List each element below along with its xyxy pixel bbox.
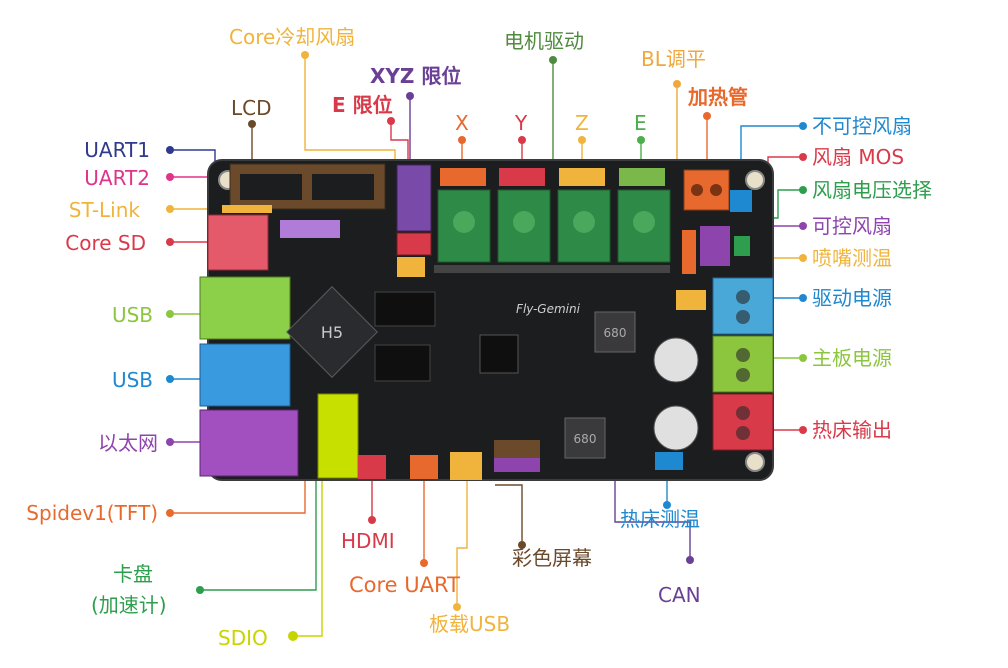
onboard-usb-connector xyxy=(450,452,482,480)
label-usb2: USB xyxy=(111,368,153,392)
usb-port-1 xyxy=(199,276,291,340)
z-connector xyxy=(559,168,605,186)
label-ethernet: 以太网 xyxy=(98,431,158,455)
fixed-fan-connector xyxy=(730,190,752,212)
label-y: Y xyxy=(515,111,528,135)
leader-fan-voltage xyxy=(770,189,803,219)
stepper-drivers xyxy=(437,189,671,263)
leader-uart2 xyxy=(170,176,213,196)
label-nozzle-temp: 喷嘴测温 xyxy=(812,246,892,270)
svg-text:680: 680 xyxy=(574,432,597,446)
e-limit-block xyxy=(396,232,432,256)
label-board-power: 主板电源 xyxy=(812,346,892,370)
label-accelerometer: (加速计) xyxy=(91,593,167,617)
label-hdmi: HDMI xyxy=(341,529,395,553)
label-ctrl-fan: 可控风扇 xyxy=(812,214,892,238)
bed-output-terminal xyxy=(712,393,774,451)
label-sdio: SDIO xyxy=(218,626,268,650)
terminal-screws xyxy=(736,290,750,440)
emmc-chip xyxy=(374,344,431,382)
label-fan-mos: 风扇 MOS xyxy=(812,145,905,169)
label-usb1: USB xyxy=(111,303,153,327)
color-screen-connector xyxy=(494,440,540,458)
st-link-pads xyxy=(222,205,272,213)
driver-power-terminal xyxy=(712,277,774,335)
label-bed-temp: 热床测温 xyxy=(620,507,700,531)
cpu-chip xyxy=(286,286,378,378)
leader-color-screen xyxy=(495,484,523,545)
inductor-2 xyxy=(564,417,606,459)
leader-dots xyxy=(166,51,807,641)
sdio-slot xyxy=(317,393,359,479)
label-bed-output: 热床输出 xyxy=(812,418,892,442)
x-connector xyxy=(440,168,486,186)
inductor-1 xyxy=(594,311,636,353)
label-motor-driver: 电机驱动 xyxy=(504,29,584,53)
fan-voltage-jumper xyxy=(734,236,750,256)
nozzle-temp-connector xyxy=(676,290,706,310)
usb-port-2 xyxy=(199,343,291,407)
label-sd-card: 卡盘 xyxy=(113,562,153,586)
ram-chip xyxy=(374,291,436,327)
label-heater: 加热管 xyxy=(688,85,748,109)
lcd-pins xyxy=(240,174,374,200)
label-driver-power: 驱动电源 xyxy=(812,286,892,310)
label-uart1: UART1 xyxy=(84,138,150,162)
svg-text:680: 680 xyxy=(604,326,627,340)
label-xyz-limit: XYZ 限位 xyxy=(370,64,462,88)
label-spidev: Spidev1(TFT) xyxy=(26,501,158,525)
uart-pads xyxy=(280,220,340,238)
mount-hole-br xyxy=(745,452,765,472)
e-connector xyxy=(619,168,665,186)
mount-hole-tr xyxy=(745,170,765,190)
capacitor-2 xyxy=(653,405,699,451)
yellow-small-block xyxy=(397,257,425,277)
label-uart2: UART2 xyxy=(84,166,150,190)
label-fan-voltage: 风扇电压选择 xyxy=(812,178,932,202)
heater-terminal xyxy=(683,169,730,211)
cpu-mark: H5 xyxy=(321,323,343,342)
ctrl-fan-connector xyxy=(700,226,730,266)
label-onboard-usb: 板载USB xyxy=(429,612,511,636)
label-e: E xyxy=(634,111,647,135)
label-can: CAN xyxy=(658,583,701,607)
board-power-terminal xyxy=(712,335,774,393)
pcb: H5 Fly-Gemini 680 680 xyxy=(199,159,774,481)
board-silkscreen: Fly-Gemini xyxy=(516,302,581,316)
bl-level-connector xyxy=(682,230,696,274)
mcu-chip xyxy=(479,334,519,374)
core-uart-connector xyxy=(410,455,438,479)
hdmi-connector xyxy=(358,455,386,479)
label-fixed-fan: 不可控风扇 xyxy=(812,114,912,138)
ethernet-port xyxy=(199,409,299,477)
xyz-limit-block xyxy=(396,164,432,232)
capacitor-1 xyxy=(653,337,699,383)
bed-temp-connector xyxy=(655,452,683,470)
label-core-uart: Core UART xyxy=(349,573,460,597)
label-color-screen: 彩色屏幕 xyxy=(512,546,592,570)
label-bl-level: BL调平 xyxy=(641,47,706,71)
label-lcd: LCD xyxy=(231,96,272,120)
label-st-link: ST-Link xyxy=(68,198,140,222)
core-sd-slot xyxy=(207,214,269,271)
label-x: X xyxy=(455,111,469,135)
label-core-sd: Core SD xyxy=(65,231,146,255)
leader-ctrl-fan xyxy=(769,225,803,238)
can-connector xyxy=(494,458,540,472)
label-core-fan: Core冷却风扇 xyxy=(229,25,356,49)
y-connector xyxy=(499,168,545,186)
label-z: Z xyxy=(575,111,589,135)
driver-pin-rows xyxy=(434,265,670,273)
leader-onboard-usb xyxy=(456,478,468,607)
leader-spidev xyxy=(170,470,306,514)
label-e-limit: E 限位 xyxy=(332,93,393,117)
leader-can xyxy=(614,470,691,560)
